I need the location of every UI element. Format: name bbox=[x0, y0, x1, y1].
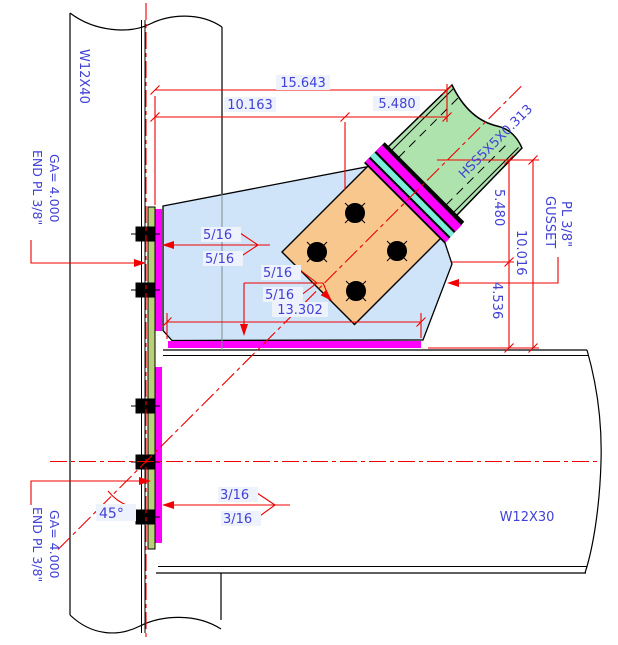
bolt-plate bbox=[281, 165, 442, 326]
beam-plate-weld-strip bbox=[155, 367, 162, 543]
weld-arrow-icon bbox=[162, 501, 174, 509]
brace-centerline bbox=[57, 85, 523, 550]
gusset-leader-arrow bbox=[447, 279, 459, 287]
gusset-label-line2: PL 3/8" bbox=[558, 201, 573, 247]
gusset-bottom-weld-edge bbox=[168, 341, 421, 348]
brace-body bbox=[386, 83, 523, 217]
beam-outline bbox=[156, 349, 602, 574]
bolt-icon bbox=[344, 202, 366, 224]
bolt-icon bbox=[131, 226, 160, 242]
end-plate-top-label-line2: GA= 4.000 bbox=[47, 154, 62, 223]
bolt-plate-body bbox=[281, 165, 442, 326]
brace-member bbox=[386, 83, 523, 217]
end-plate-bottom-label-line1: END PL 3/8" bbox=[30, 507, 45, 582]
weld-symbol-gusset-column bbox=[162, 232, 270, 258]
weld-flag-icon bbox=[239, 232, 259, 258]
column-web-lines bbox=[141, 20, 146, 633]
end-plate-bolts bbox=[131, 226, 160, 525]
column-size-label: W12X40 bbox=[76, 49, 91, 104]
end-plate-bottom-label-line2: GA= 4.000 bbox=[47, 510, 62, 579]
weld-arrow-icon bbox=[320, 289, 332, 301]
weld-size-label: 3/16 bbox=[220, 488, 249, 503]
dim-right-lower: 4.536 bbox=[489, 282, 504, 319]
weld-flag-icon bbox=[256, 492, 276, 519]
bolt-icon bbox=[131, 282, 160, 298]
column-outline bbox=[69, 12, 223, 634]
plate-bolts bbox=[306, 202, 408, 302]
dim-top-total: 15.643 bbox=[280, 76, 326, 91]
dim-brace-angle: 45° bbox=[99, 506, 124, 522]
bolt-icon bbox=[345, 280, 367, 302]
centerlines bbox=[50, 3, 597, 641]
weld-symbol-beam-plate bbox=[162, 492, 290, 519]
weld-size-label: 5/16 bbox=[203, 228, 232, 243]
bolt-icon bbox=[386, 240, 408, 262]
beam-size-label: W12X30 bbox=[500, 510, 555, 525]
brace-inner-edges bbox=[391, 88, 519, 213]
bolt-icon bbox=[306, 241, 328, 263]
gusset-edge-weld-strip bbox=[155, 209, 162, 331]
dim-top-left: 10.163 bbox=[227, 98, 273, 113]
weld-arrow-icon bbox=[162, 241, 174, 249]
column-bottom-break-line bbox=[69, 614, 222, 634]
gusset-label-line1: GUSSET bbox=[542, 196, 557, 248]
dim-right-upper: 5.480 bbox=[491, 189, 506, 226]
weld-size-label: 5/16 bbox=[265, 288, 294, 303]
column-face-end-plates bbox=[131, 206, 162, 550]
weld-size-label: 3/16 bbox=[223, 512, 252, 527]
stack-magenta-plate-2 bbox=[376, 145, 462, 232]
weld-flag-icon bbox=[299, 269, 318, 297]
column-top-break-line bbox=[69, 12, 223, 31]
weld-size-label: 5/16 bbox=[263, 266, 292, 281]
weld-arrow-icon bbox=[240, 324, 248, 336]
bolt-icon bbox=[131, 398, 160, 414]
dim-top-right: 5.480 bbox=[378, 97, 415, 112]
weld-size-label: 5/16 bbox=[205, 252, 234, 267]
end-plate-top-label-line1: END PL 3/8" bbox=[30, 150, 45, 225]
weld-symbol-plate bbox=[240, 269, 332, 336]
dim-gusset-bottom: 13.302 bbox=[277, 303, 323, 318]
dim-right-total: 10.016 bbox=[513, 230, 528, 276]
beam-break-line bbox=[584, 349, 602, 574]
end-plate-body bbox=[147, 206, 156, 550]
weld-symbols bbox=[162, 232, 332, 519]
